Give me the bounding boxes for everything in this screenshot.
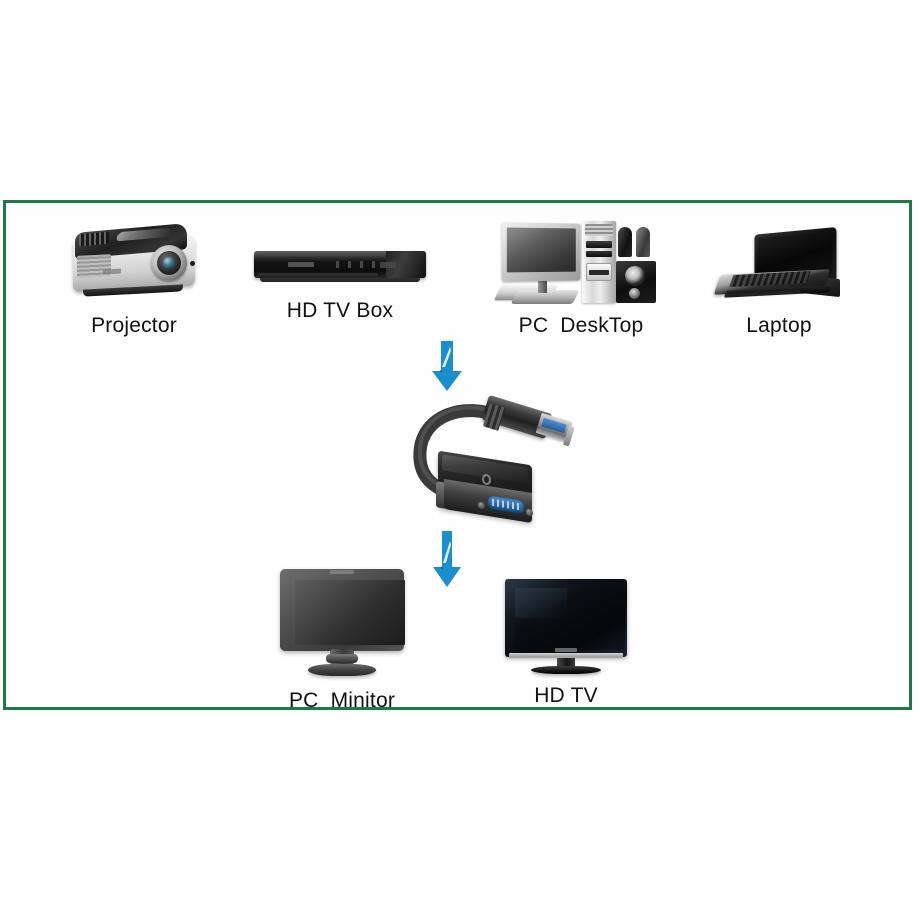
device-label-projector: Projector — [91, 314, 177, 337]
device-label-pc-desktop: PC DeskTop — [518, 314, 644, 337]
projector-icon — [59, 215, 209, 310]
monitor-icon — [272, 565, 412, 685]
device-pc-desktop[interactable]: PC DeskTop — [486, 215, 676, 337]
desktop-computer-icon — [494, 215, 666, 310]
arrow-down-icon — [432, 341, 462, 391]
device-label-hd-tv-box: HD TV Box — [286, 299, 394, 322]
arrow-adapter-to-displays — [432, 531, 464, 589]
arrow-down-icon — [433, 531, 461, 587]
device-hd-tv[interactable]: HD TV — [476, 575, 656, 707]
device-label-laptop: Laptop — [746, 314, 812, 337]
arrow-sources-to-adapter — [430, 341, 464, 393]
television-icon — [501, 575, 631, 680]
vga-screw-right-icon — [526, 508, 533, 517]
adapter-indicator-icon — [482, 473, 491, 486]
media-player-icon — [250, 235, 430, 295]
diagram-frame: Projector HD TV Box — [3, 200, 912, 712]
laptop-icon — [712, 225, 847, 310]
device-pc-monitor[interactable]: PC Minitor — [252, 565, 432, 712]
usb-to-vga-adapter[interactable] — [398, 378, 598, 543]
device-projector[interactable]: Projector — [28, 215, 240, 337]
vga-screw-left-icon — [478, 501, 485, 510]
device-label-pc-monitor: PC Minitor — [288, 689, 396, 712]
device-laptop[interactable]: Laptop — [684, 225, 874, 337]
device-hd-tv-box[interactable]: HD TV Box — [246, 235, 434, 322]
device-label-hd-tv: HD TV — [534, 684, 598, 707]
